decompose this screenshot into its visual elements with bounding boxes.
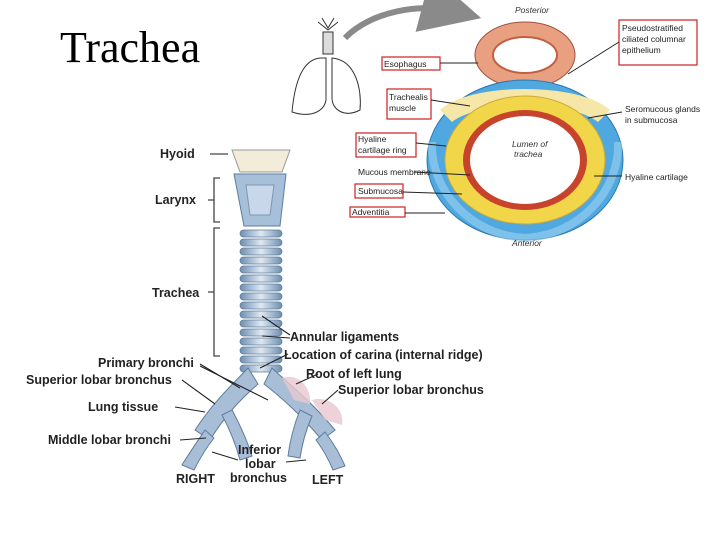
label-posterior: Posterior bbox=[515, 5, 550, 15]
label-carina: Location of carina (internal ridge) bbox=[284, 348, 483, 362]
label-seromucous-2: in submucosa bbox=[625, 115, 678, 125]
tracheal-ring bbox=[239, 274, 283, 283]
label-hyaline-ring-1: Hyaline bbox=[358, 134, 387, 144]
label-larynx: Larynx bbox=[155, 193, 196, 207]
label-hyaline-cartilage: Hyaline cartilage bbox=[625, 172, 688, 182]
label-pseudostratified-3: epithelium bbox=[622, 45, 661, 55]
trachea-illustration bbox=[181, 149, 346, 471]
label-hyoid: Hyoid bbox=[160, 147, 195, 161]
tracheal-ring bbox=[239, 328, 283, 337]
tracheal-ring bbox=[239, 265, 283, 274]
tracheal-ring bbox=[239, 256, 283, 265]
label-adventitia: Adventitia bbox=[352, 207, 390, 217]
label-inferior-2: lobar bbox=[245, 457, 276, 471]
leader-lines bbox=[174, 315, 339, 463]
tracheal-ring bbox=[239, 229, 283, 238]
label-middle-lobar: Middle lobar bronchi bbox=[48, 433, 171, 447]
tracheal-ring bbox=[239, 247, 283, 256]
label-trachea: Trachea bbox=[152, 286, 200, 300]
label-trachealis-2: muscle bbox=[389, 103, 416, 113]
label-annular-ligaments: Annular ligaments bbox=[290, 330, 399, 344]
label-lung-tissue: Lung tissue bbox=[88, 400, 158, 414]
tracheal-ring bbox=[239, 238, 283, 247]
label-submucosa: Submucosa bbox=[358, 186, 403, 196]
label-inferior-1: Inferior bbox=[238, 443, 281, 457]
lungs-sketch bbox=[291, 17, 361, 115]
label-superior-lobar-left: Superior lobar bronchus bbox=[338, 383, 484, 397]
region-brackets bbox=[208, 153, 228, 357]
tracheal-ring bbox=[239, 310, 283, 319]
label-primary-bronchi: Primary bronchi bbox=[98, 356, 194, 370]
label-hyaline-ring-2: cartilage ring bbox=[358, 145, 407, 155]
tracheal-ring bbox=[239, 301, 283, 310]
tracheal-ring bbox=[239, 283, 283, 292]
label-root-left-lung: Root of left lung bbox=[306, 367, 402, 381]
label-inferior-3: bronchus bbox=[230, 471, 287, 485]
label-left: LEFT bbox=[312, 473, 344, 487]
zoom-arrow bbox=[342, 0, 482, 41]
label-lumen-1: Lumen of bbox=[512, 139, 549, 149]
tracheal-ring bbox=[239, 337, 283, 346]
tracheal-ring bbox=[239, 292, 283, 301]
cross-section-leaders bbox=[402, 41, 623, 214]
tracheal-ring bbox=[239, 355, 283, 364]
label-pseudostratified-1: Pseudostratified bbox=[622, 23, 683, 33]
label-superior-lobar-right: Superior lobar bronchus bbox=[26, 373, 172, 387]
label-lumen-2: trachea bbox=[514, 149, 543, 159]
label-trachealis-1: Trachealis bbox=[389, 92, 428, 102]
label-seromucous-1: Seromucous glands bbox=[625, 104, 700, 114]
tracheal-ring bbox=[239, 346, 283, 355]
cross-section bbox=[426, 21, 624, 243]
label-mucous-membrane: Mucous membrane bbox=[358, 167, 431, 177]
slide-title: Trachea bbox=[60, 23, 201, 72]
label-pseudostratified-2: ciliated columnar bbox=[622, 34, 686, 44]
label-esophagus: Esophagus bbox=[384, 59, 427, 69]
tracheal-ring bbox=[239, 319, 283, 328]
label-right: RIGHT bbox=[176, 472, 215, 486]
label-anterior: Anterior bbox=[511, 238, 543, 248]
